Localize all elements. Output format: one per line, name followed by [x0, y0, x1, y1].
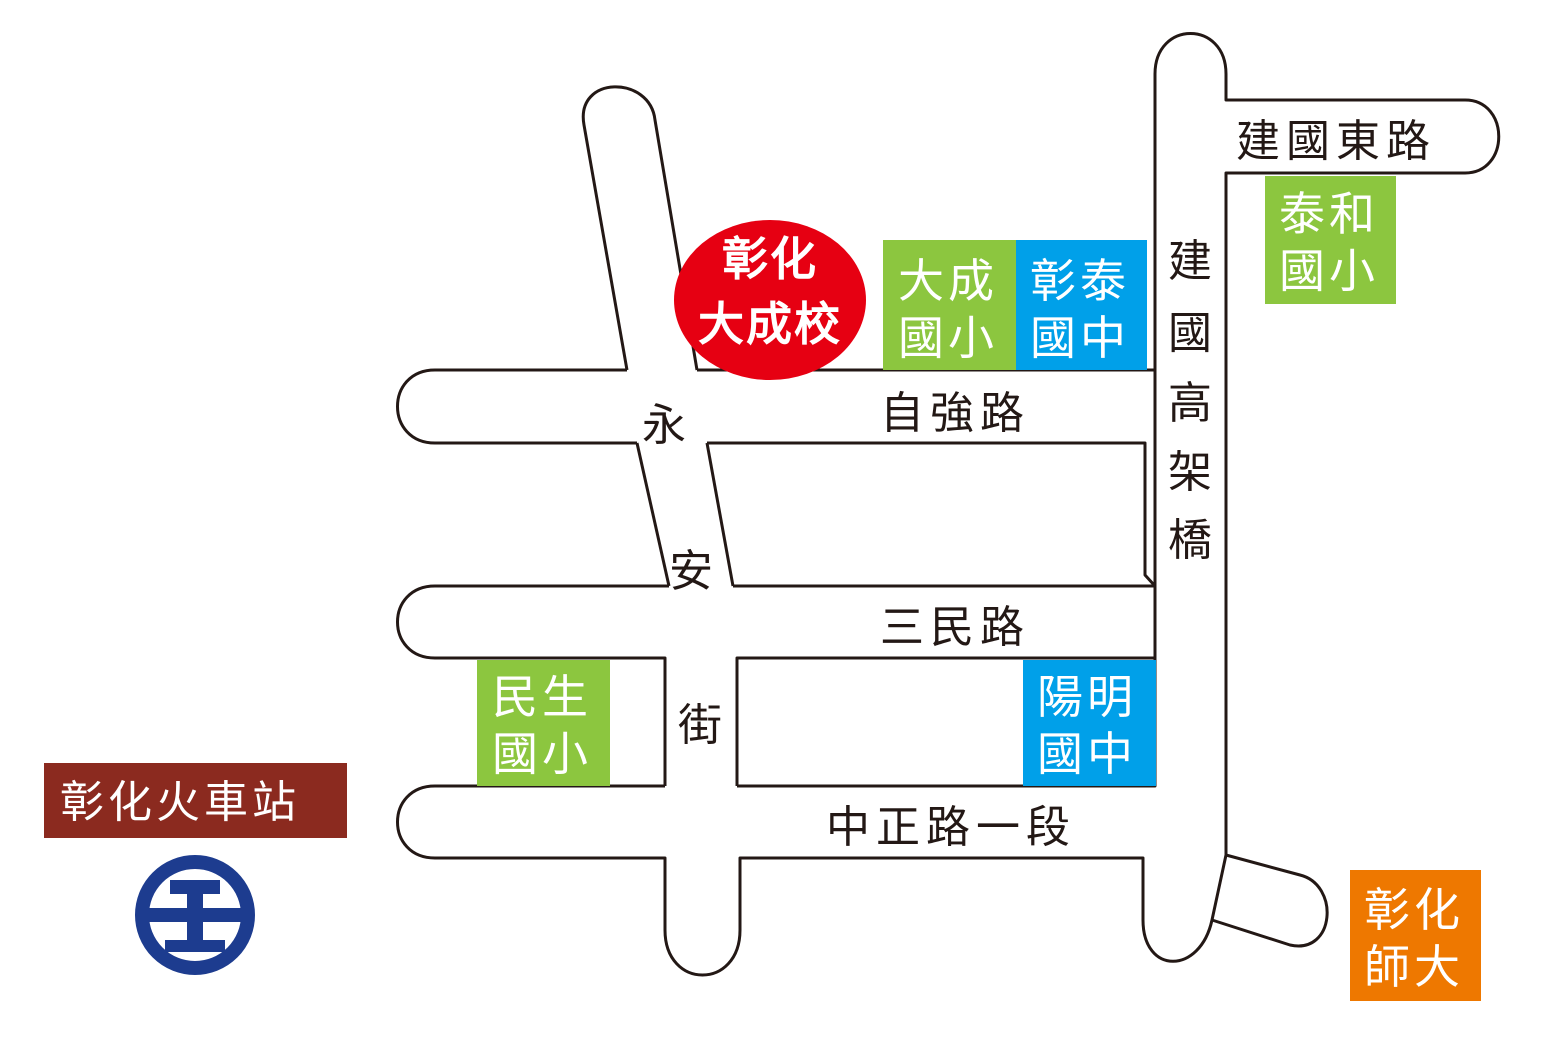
school-name-line1: 彰化 [722, 232, 818, 286]
landmark-box [1023, 660, 1156, 786]
road-edge-yongan-west [581, 85, 699, 371]
school-name-line2: 大成校 [698, 297, 842, 351]
landmark-line1: 陽明 [1037, 670, 1137, 724]
road-edge-yongan-mid-west [635, 442, 671, 587]
road-edge-sanmin-north [396, 584, 669, 786]
landmark-line2: 國中 [1030, 311, 1130, 365]
landmark-line1: 彰化 [1364, 883, 1464, 937]
rail-logo-foot [165, 940, 225, 952]
landmark-line1: 民生 [492, 670, 592, 724]
road-label-zhongzheng: 中正路一段 [826, 802, 1076, 853]
road-network [396, 32, 1501, 977]
road-edge-yongan-mid-east [705, 442, 735, 587]
landmark-line2: 國小 [492, 727, 592, 781]
rail-logo-stem [187, 880, 203, 950]
landmark-line2: 國小 [1279, 244, 1379, 298]
viaduct-char: 國 [1168, 308, 1212, 359]
landmark-line1: 泰和 [1279, 187, 1379, 241]
viaduct-char: 高 [1168, 378, 1212, 429]
road-label-yongan-3: 街 [678, 700, 722, 751]
viaduct-char: 橋 [1168, 515, 1212, 566]
road-edge-zhongzheng [396, 784, 1228, 977]
landmark-box [883, 240, 1016, 370]
landmark-line2: 國中 [1037, 727, 1137, 781]
landmark-line1: 大成 [898, 254, 998, 308]
road-label-yongan-2: 安 [669, 546, 713, 597]
road-edge-ziqiang-south [707, 441, 1157, 588]
landmark-box [1265, 176, 1396, 304]
station-label: 彰化火車站 [44, 763, 347, 838]
taiwan-railway-logo-icon [135, 855, 255, 975]
station-label-box [44, 763, 347, 838]
landmark-line2: 國小 [898, 311, 998, 365]
viaduct-char: 架 [1168, 447, 1212, 498]
landmark-line1: 彰泰 [1030, 254, 1130, 308]
road-label-ziqiang: 自強路 [880, 388, 1030, 439]
viaduct-char: 建 [1168, 236, 1212, 287]
road-label-jianguo-east: 建國東路 [1236, 116, 1436, 167]
landmark-box [477, 660, 610, 786]
landmark-yangming-junior: 陽明 國中 [1023, 660, 1156, 786]
landmark-box [1350, 870, 1481, 1001]
landmark-line2: 師大 [1364, 940, 1464, 994]
landmark-ncue: 彰化 師大 [1350, 870, 1481, 1001]
road-label-viaduct: 建 國 高 架 橋 [1168, 236, 1212, 566]
school-marker: 彰化 大成校 [674, 220, 866, 380]
road-label-yongan-1: 永 [642, 400, 686, 451]
landmark-dacheng-elem: 大成 國小 [883, 240, 1016, 370]
landmark-taihe-elem: 泰和 國小 [1265, 176, 1396, 304]
station-name: 彰化火車站 [60, 777, 300, 828]
school-marker-ellipse [674, 220, 866, 380]
landmark-zhangtai-junior: 彰泰 國中 [1016, 240, 1147, 370]
road-edge-ziqiang-west-end [396, 368, 637, 445]
landmark-minsheng-elem: 民生 國小 [477, 660, 610, 786]
road-label-sanmin: 三民路 [880, 602, 1030, 653]
landmark-box [1016, 240, 1147, 370]
road-edge-viaduct [1153, 32, 1501, 948]
